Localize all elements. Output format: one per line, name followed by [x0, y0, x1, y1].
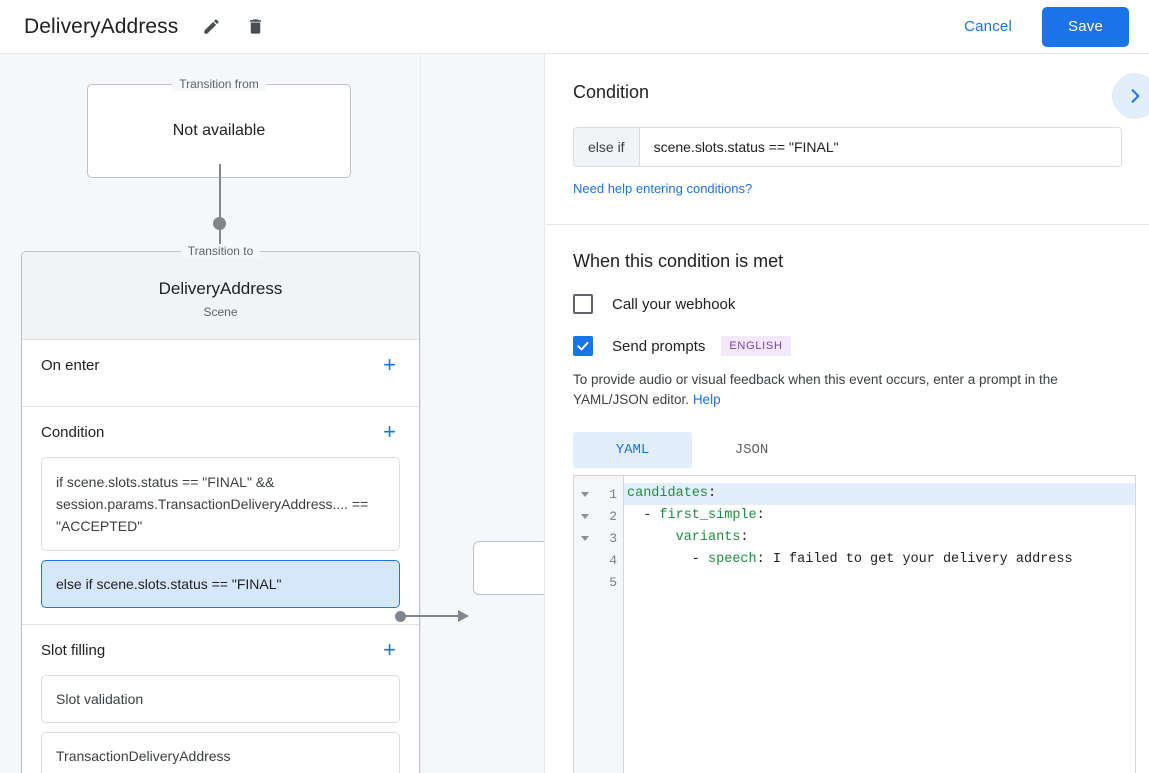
line-number: 1 — [609, 486, 617, 502]
fold-arrow-icon[interactable] — [574, 535, 596, 541]
editor-gutter: 1 2 3 4 5 — [574, 476, 624, 773]
code-token: : — [708, 486, 717, 501]
add-on-enter-button[interactable]: + — [383, 352, 396, 377]
editor-format-tabs: YAML JSON — [573, 432, 1122, 468]
condition-chip-2[interactable]: else if scene.slots.status == "FINAL" — [41, 560, 400, 608]
code-line[interactable]: variants: — [624, 527, 1135, 549]
code-editor[interactable]: 1 2 3 4 5 candidates: - first_simple: varian… — [573, 475, 1136, 773]
condition-output-line — [404, 615, 460, 617]
section-title-condition: Condition — [41, 423, 105, 441]
tab-json[interactable]: JSON — [734, 442, 769, 458]
scene-type: Scene — [203, 304, 238, 319]
line-number: 3 — [609, 530, 617, 546]
send-prompts-label: Send prompts — [612, 337, 706, 355]
pencil-icon[interactable] — [200, 16, 222, 38]
next-node[interactable] — [473, 541, 544, 595]
code-token: : — [756, 508, 765, 523]
fold-arrow-icon[interactable] — [574, 513, 596, 519]
line-number: 5 — [609, 574, 617, 590]
send-prompts-row[interactable]: Send prompts ENGLISH — [573, 336, 1122, 356]
code-token: I failed to get your delivery address — [772, 552, 1073, 567]
gutter-row: 5 — [574, 571, 623, 593]
tab-yaml[interactable]: YAML — [573, 432, 692, 468]
section-condition: Condition + if scene.slots.status == "FI… — [22, 407, 419, 625]
section-title-slot-filling: Slot filling — [41, 641, 106, 659]
gutter-row: 2 — [574, 505, 623, 527]
call-webhook-checkbox[interactable] — [573, 294, 593, 314]
transition-to-legend: Transition to — [180, 244, 261, 258]
section-slot-filling: Slot filling + Slot validation Transacti… — [22, 625, 419, 773]
call-webhook-label: Call your webhook — [612, 295, 736, 313]
code-token: - — [627, 508, 660, 523]
slot-chip-validation[interactable]: Slot validation — [41, 675, 400, 723]
gutter-row: 3 — [574, 527, 623, 549]
code-token: first_simple — [659, 508, 757, 523]
send-prompts-checkbox[interactable] — [573, 336, 593, 356]
add-condition-button[interactable]: + — [383, 419, 396, 444]
chevron-right-icon[interactable] — [1112, 73, 1149, 119]
editor-code-area[interactable]: candidates: - first_simple: variants: - … — [624, 476, 1135, 773]
code-token: variants — [675, 530, 741, 545]
header-actions: Cancel Save — [952, 6, 1129, 47]
condition-chip-1[interactable]: if scene.slots.status == "FINAL" && sess… — [41, 457, 400, 551]
scene-name: DeliveryAddress — [158, 278, 283, 298]
section-on-enter: On enter + — [22, 340, 419, 407]
transition-from-node[interactable]: Transition from Not available — [87, 77, 351, 178]
gutter-row: 4 — [574, 549, 623, 571]
add-slot-button[interactable]: + — [383, 637, 396, 662]
cancel-button[interactable]: Cancel — [952, 10, 1024, 43]
condition-section: Condition else if Need help entering con… — [546, 54, 1149, 225]
code-line[interactable]: - speech: I failed to get your delivery … — [624, 549, 1135, 571]
code-token — [627, 530, 676, 545]
transition-to-node[interactable]: Transition to DeliveryAddress Scene On e… — [21, 244, 420, 773]
app-header: DeliveryAddress Cancel Save — [0, 0, 1149, 54]
line-number: 2 — [609, 508, 617, 524]
language-badge: ENGLISH — [721, 336, 791, 356]
scene-card-header: DeliveryAddress Scene — [22, 252, 419, 340]
code-line[interactable] — [624, 571, 1135, 593]
code-token: : — [756, 552, 773, 567]
when-condition-met-section: When this condition is met Call your web… — [546, 225, 1149, 468]
condition-output-arrow — [458, 610, 469, 622]
condition-prefix-label: else if — [574, 128, 640, 166]
prompts-help-link[interactable]: Help — [692, 392, 721, 407]
transition-from-legend: Transition from — [172, 77, 266, 91]
condition-help-link[interactable]: Need help entering conditions? — [573, 181, 753, 196]
canvas-gridline — [420, 54, 421, 773]
fold-arrow-icon[interactable] — [574, 491, 596, 497]
condition-heading: Condition — [573, 82, 650, 102]
code-line[interactable]: - first_simple: — [624, 505, 1135, 527]
gutter-row: 1 — [574, 483, 623, 505]
flow-canvas[interactable]: Transition from Not available Transition… — [0, 54, 545, 773]
line-number: 4 — [609, 552, 617, 568]
transition-from-value: Not available — [172, 122, 266, 139]
save-button[interactable]: Save — [1042, 6, 1129, 47]
prompts-description-text: To provide audio or visual feedback when… — [573, 372, 1058, 407]
trash-icon[interactable] — [244, 16, 266, 38]
condition-input-row[interactable]: else if — [573, 127, 1122, 167]
prompts-description: To provide audio or visual feedback when… — [573, 370, 1122, 410]
code-token: candidates — [627, 486, 709, 501]
when-met-heading: When this condition is met — [573, 251, 784, 271]
page-title: DeliveryAddress — [24, 14, 179, 38]
code-line[interactable]: candidates: — [624, 483, 1135, 505]
section-title-on-enter: On enter — [41, 356, 100, 374]
connector-dot — [213, 217, 226, 230]
slot-chip-transaction[interactable]: TransactionDeliveryAddress — [41, 732, 400, 773]
code-token: speech — [708, 552, 757, 567]
condition-input[interactable] — [639, 128, 1121, 166]
code-token: - — [627, 552, 709, 567]
code-token: : — [740, 530, 749, 545]
webhook-row[interactable]: Call your webhook — [573, 294, 1122, 314]
condition-output-dot — [395, 611, 406, 622]
